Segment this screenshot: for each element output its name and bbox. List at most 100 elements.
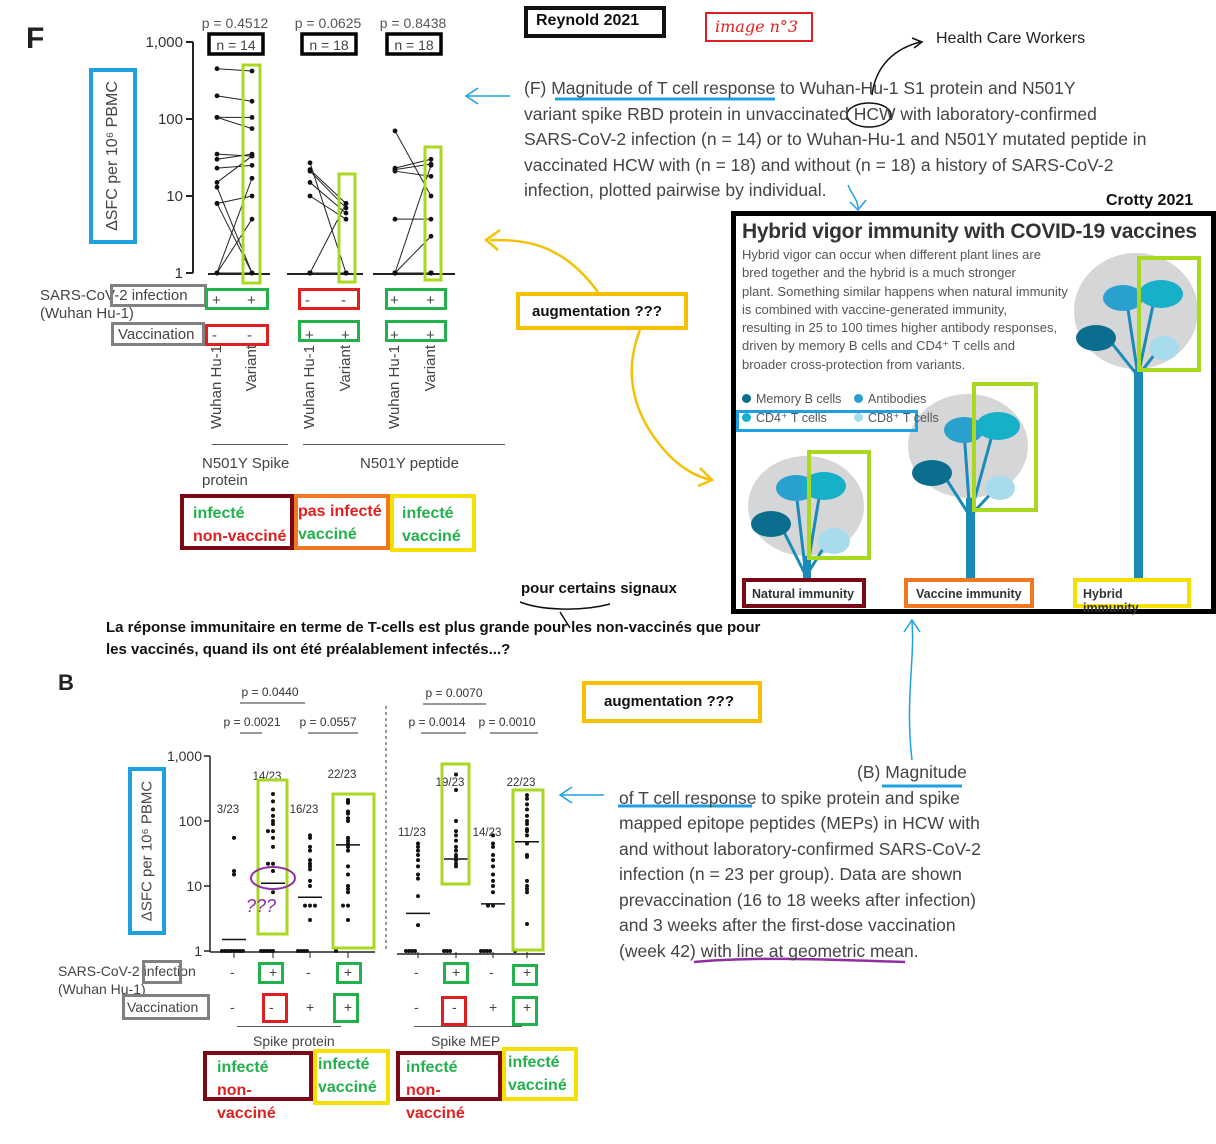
sign: + [269, 964, 278, 980]
caption-f-line: infection, plotted pairwise by individua… [524, 180, 827, 200]
sign: - [452, 999, 457, 1015]
p-value-label: p = 0.0070 [425, 686, 482, 700]
data-point [271, 890, 275, 895]
note-infecte: infecté [402, 505, 454, 522]
pair-line [216, 153, 253, 157]
caption-b: (B) Magnitude of T cell response to spik… [619, 760, 981, 964]
data-point [249, 175, 255, 181]
data-point [491, 864, 495, 869]
data-point [525, 886, 529, 891]
data-point [442, 949, 446, 953]
pair-line [216, 116, 253, 130]
sign: - [341, 292, 346, 309]
sign-highlight-box [205, 288, 269, 310]
b-note-infected-vaccinated-2: infecté vacciné [502, 1047, 578, 1101]
sign-highlight-box [441, 996, 467, 1026]
data-point [428, 193, 434, 199]
data-point [214, 151, 220, 157]
b-vaccination-highlight [122, 994, 210, 1020]
data-point [271, 807, 275, 812]
data-point [416, 864, 420, 869]
data-point [271, 813, 275, 818]
crotty-title: Hybrid vigor immunity with COVID-19 vacc… [742, 220, 1197, 243]
ylabel-highlight-box-b [128, 767, 166, 935]
pair-line [216, 95, 253, 102]
sign: - [305, 292, 310, 309]
sign: - [247, 327, 252, 344]
legend-item: Antibodies [854, 392, 926, 406]
caption-f-line: vaccinated HCW with (n = 18) and without… [524, 154, 1114, 175]
note-non-vaccine: non-vacciné [217, 1082, 276, 1122]
data-point [308, 864, 312, 869]
data-point [249, 216, 255, 222]
sign: - [230, 964, 235, 980]
pair-line [216, 155, 253, 183]
b-note-infected-unvaccinated-2: infecté non-vacciné [396, 1051, 502, 1122]
data-point [214, 180, 220, 185]
data-point [346, 838, 350, 843]
data-point [341, 903, 345, 908]
ylabel-highlight-box [89, 68, 137, 244]
pair-line [216, 203, 253, 274]
data-point [491, 858, 495, 863]
data-point [454, 829, 458, 834]
b-row-infection: SARS-CoV-2 infection [58, 963, 196, 979]
data-point [241, 949, 245, 953]
data-point [268, 949, 272, 953]
b-row-vaccination: Vaccination [127, 999, 199, 1015]
data-point [303, 903, 307, 908]
note-box-infected-vaccinated: infecté vacciné [390, 494, 476, 552]
data-point [271, 792, 275, 797]
panel-f-letter: F [26, 22, 45, 55]
question-circle [250, 866, 296, 890]
data-point [454, 864, 458, 869]
caption-b-line: (week 42) with line at geometric mean. [619, 940, 919, 961]
note-infecte: infecté [193, 505, 245, 522]
highlight-box [440, 762, 471, 886]
data-point [416, 923, 420, 928]
data-point [416, 844, 420, 849]
data-point [307, 180, 313, 185]
sign: + [523, 999, 532, 1015]
note-vaccine: vacciné [318, 1079, 377, 1096]
question-marks: ??? [246, 896, 276, 916]
data-point [249, 68, 255, 74]
data-point [214, 201, 220, 206]
data-point [454, 787, 458, 792]
caption-b-line: of T cell response to spike protein and … [619, 787, 960, 808]
p-value-label: p = 0.0440 [241, 685, 298, 699]
data-point [308, 903, 312, 908]
sign: + [523, 964, 532, 980]
data-point [214, 93, 220, 99]
data-point [271, 861, 275, 866]
data-point [428, 156, 434, 162]
legend-label: Antibodies [868, 392, 927, 406]
b-note-infected-vaccinated-1: infecté vacciné [313, 1049, 390, 1105]
data-point [525, 854, 529, 859]
data-point [525, 807, 529, 812]
data-point [445, 949, 449, 953]
data-point [416, 852, 420, 857]
sign: + [390, 292, 399, 309]
data-point [404, 949, 408, 953]
data-point [525, 890, 529, 895]
data-point [299, 949, 303, 953]
data-point [271, 829, 275, 834]
p-value-label: p = 0.8438 [380, 15, 447, 31]
data-point [232, 869, 236, 874]
tree-label-hybrid: Hybrid immunity [1073, 578, 1191, 615]
data-point [346, 886, 350, 891]
data-point [214, 114, 220, 120]
data-point [491, 852, 495, 857]
data-point [525, 878, 529, 883]
data-point [307, 160, 313, 166]
augmentation-note-2: augmentation ??? [582, 681, 762, 723]
data-point [454, 819, 458, 823]
sign: - [212, 327, 217, 344]
sign-highlight-box [333, 993, 359, 1023]
sign: + [306, 999, 315, 1015]
pair-line [216, 153, 253, 160]
highlight-box [256, 778, 289, 936]
